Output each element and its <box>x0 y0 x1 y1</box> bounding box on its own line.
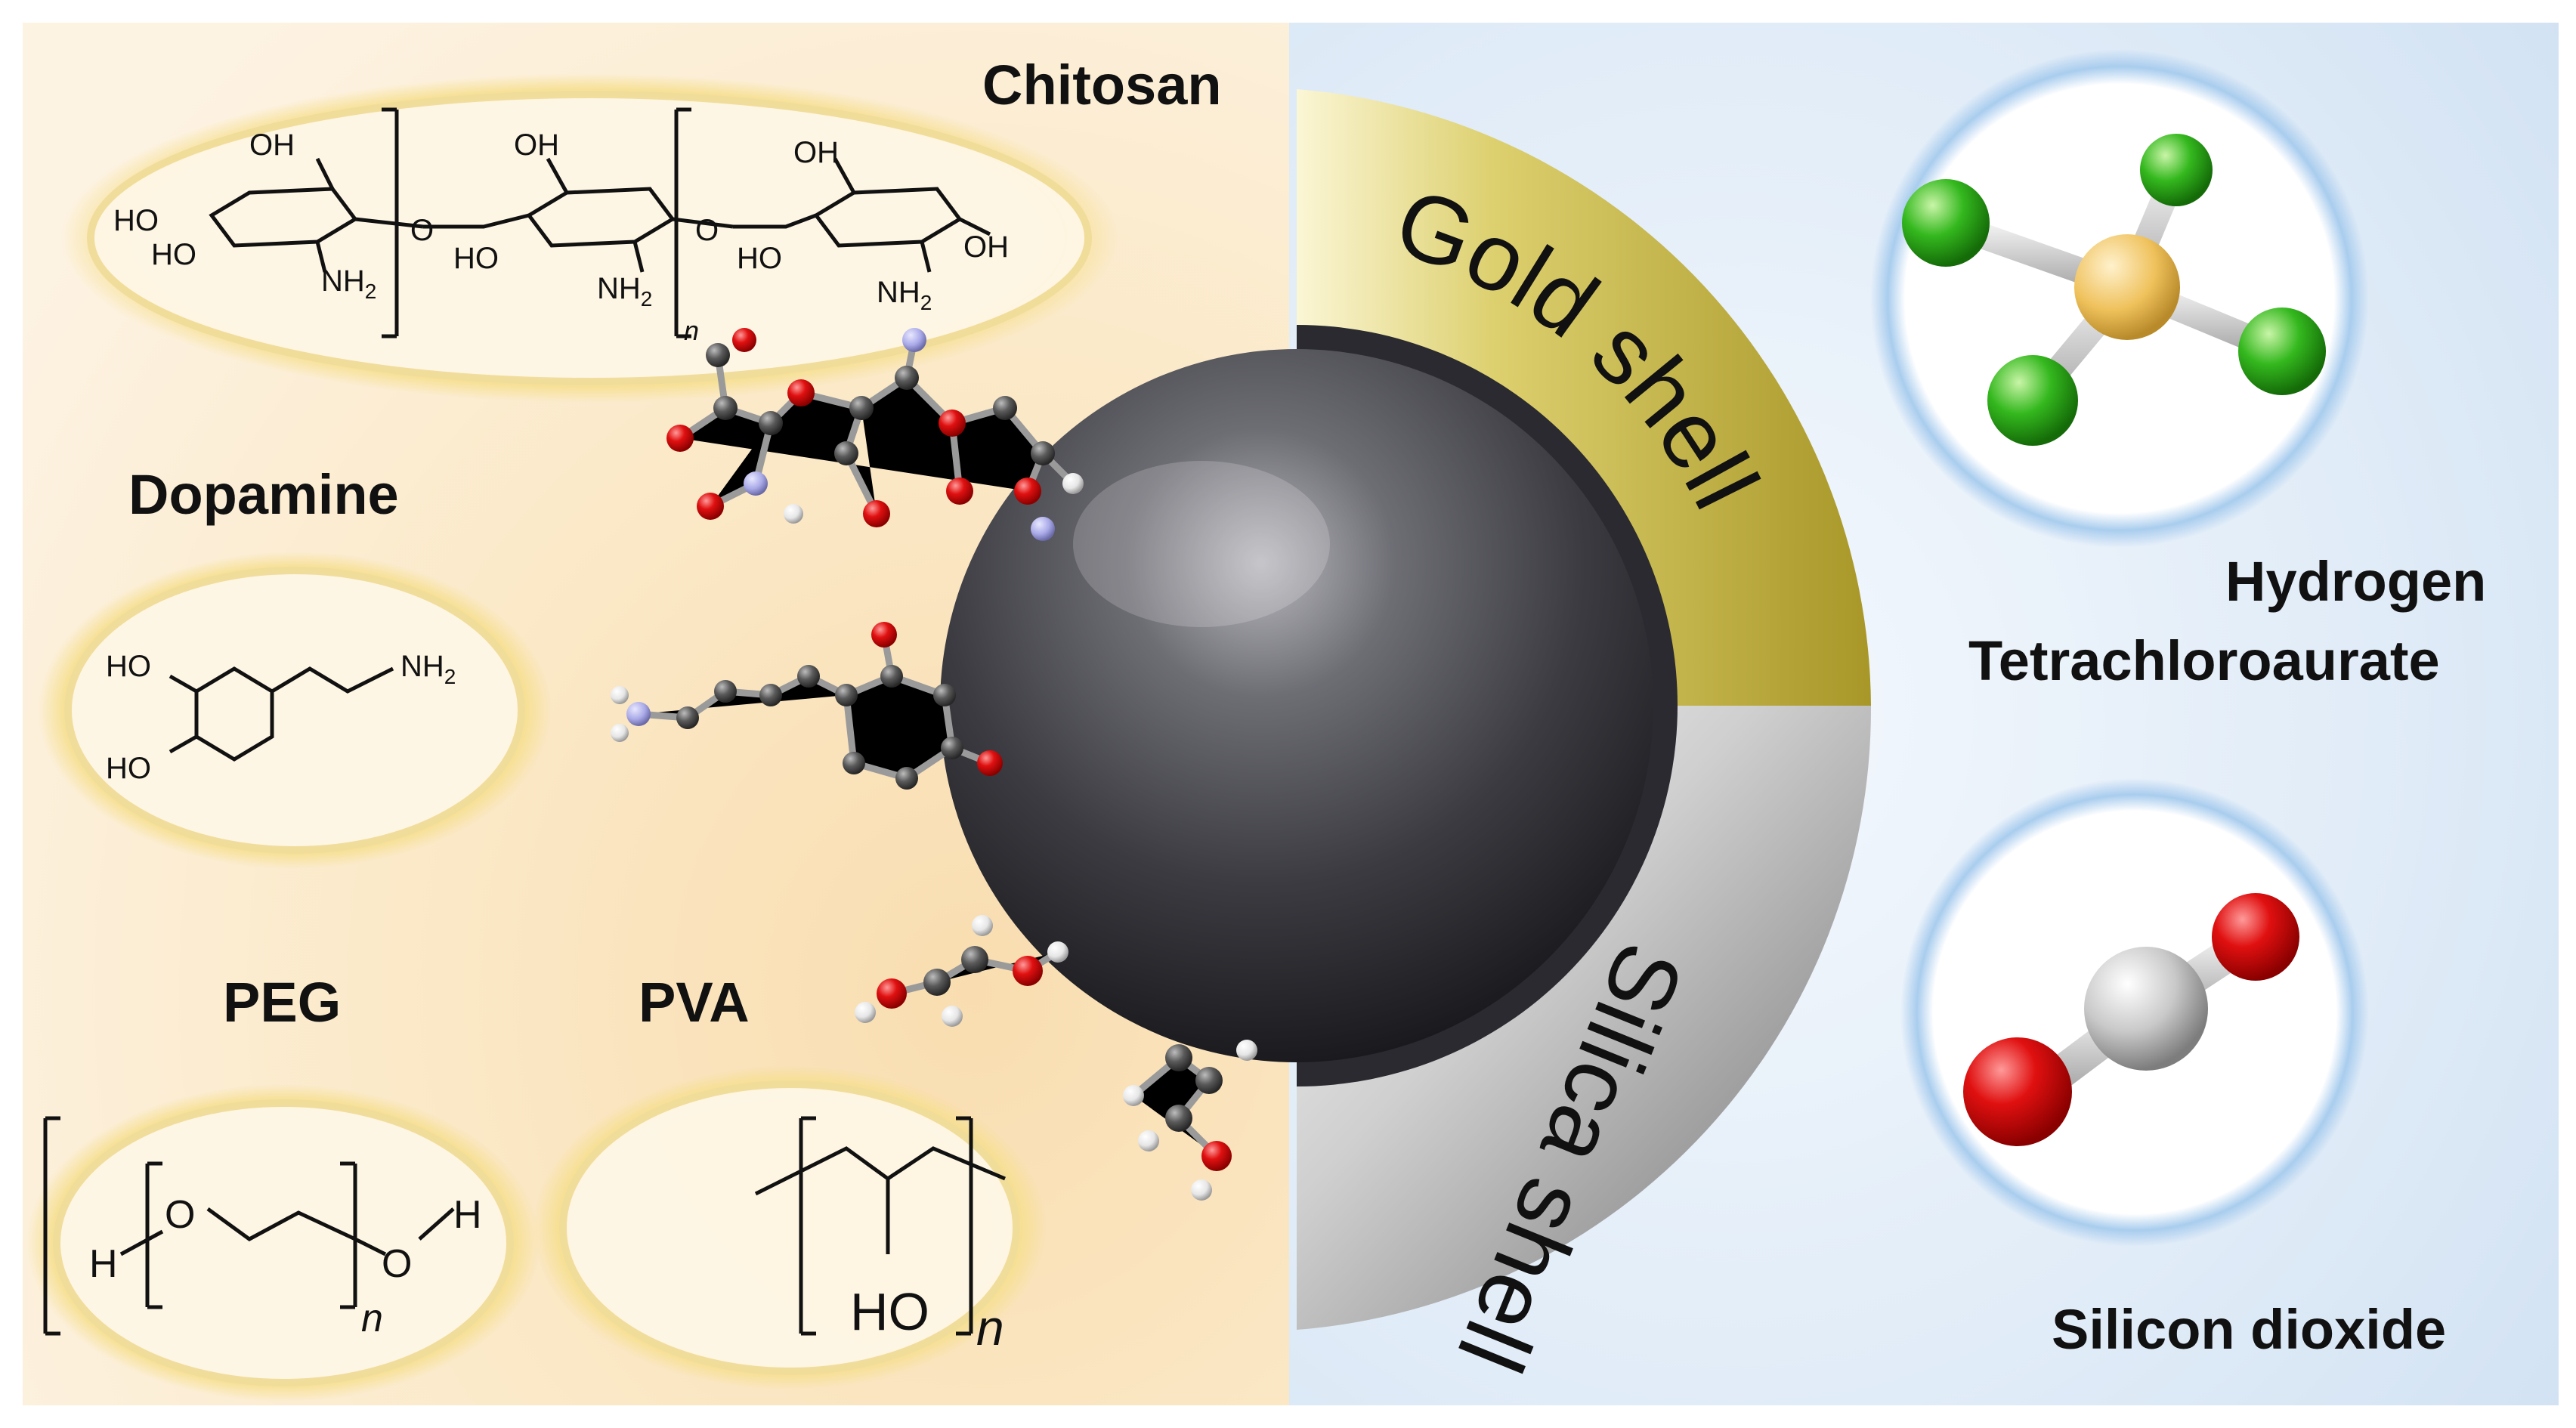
chitosan-3d-molecule <box>666 328 1084 541</box>
chitosan-structure <box>209 107 991 338</box>
peg-label: PEG <box>223 971 341 1034</box>
dopamine-ho-2: HO <box>106 752 151 785</box>
peg-n: n <box>361 1297 383 1340</box>
chitosan-oh-3: OH <box>793 136 839 169</box>
chitosan-ho-4: HO <box>737 242 782 275</box>
silicon-dioxide-group <box>1900 778 2369 1247</box>
pva-3d-molecule <box>1123 1040 1257 1201</box>
pva-n: n <box>976 1300 1004 1355</box>
silicon-dioxide-label: Silicon dioxide <box>2052 1298 2446 1361</box>
tetrachloroaurate-group <box>1870 49 2369 548</box>
chitosan-o-1: O <box>410 214 434 247</box>
chitosan-group: OH OH OH HO HO HO HO NH2 NH2 NH2 O O OH … <box>60 73 1118 403</box>
chitosan-ho-3: HO <box>453 242 499 275</box>
pva-label: PVA <box>639 971 750 1034</box>
dopamine-label: Dopamine <box>128 463 399 526</box>
pva-ho: HO <box>850 1282 929 1341</box>
chitosan-nh2-1: NH2 <box>321 264 376 303</box>
chitosan-n: n <box>684 315 699 346</box>
peg-ring <box>53 1099 514 1386</box>
chitosan-ho-2: HO <box>151 238 196 271</box>
pva-group: HO n <box>43 1065 1047 1390</box>
chitosan-nh2-2: NH2 <box>597 272 652 311</box>
chitosan-label: Chitosan <box>982 54 1222 116</box>
chitosan-oh-1: OH <box>249 128 295 162</box>
dopamine-ho-1: HO <box>106 650 151 683</box>
peg-o-1: O <box>165 1193 195 1237</box>
peg-h-right: H <box>453 1193 482 1237</box>
dopamine-group: HO HO NH2 <box>38 552 552 869</box>
dopamine-nh2: NH2 <box>400 650 456 688</box>
chitosan-ring <box>87 91 1092 385</box>
dopamine-ring <box>64 567 525 854</box>
chitosan-oh-4: OH <box>963 230 1009 264</box>
chitosan-ho-1: HO <box>113 204 159 237</box>
dopamine-3d-molecule <box>611 622 1003 790</box>
chitosan-o-2: O <box>695 214 719 247</box>
peg-3d-molecule <box>855 915 1068 1027</box>
hydrogen-label: Hydrogen <box>2225 550 2486 613</box>
chitosan-nh2-3: NH2 <box>877 276 932 314</box>
peg-group: H O O H n <box>26 1084 540 1402</box>
chitosan-oh-2: OH <box>514 128 559 162</box>
tetrachloroaurate-label: Tetrachloroaurate <box>1968 629 2440 692</box>
peg-o-2: O <box>382 1242 412 1286</box>
magnetic-core-sphere <box>940 349 1653 1062</box>
peg-h-left: H <box>89 1242 118 1286</box>
pva-ring <box>559 1080 1020 1375</box>
core-highlight <box>1073 461 1330 627</box>
